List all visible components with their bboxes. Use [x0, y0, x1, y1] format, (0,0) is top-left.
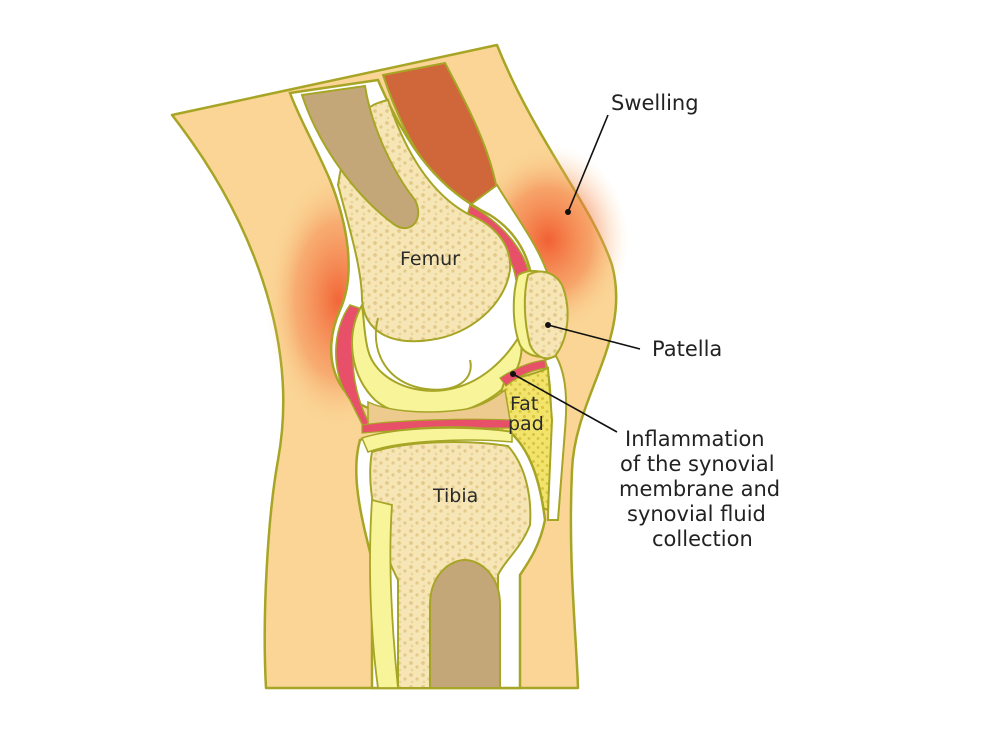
inflammation-dot	[510, 371, 516, 377]
label-inflammation-line5: collection	[652, 527, 753, 551]
label-fat-pad-line2: pad	[508, 413, 544, 435]
inflammation-leader	[512, 373, 618, 433]
swelling-dot	[565, 209, 571, 215]
label-inflammation-line2: of the synovial	[620, 452, 775, 476]
femur-marrow	[300, 84, 420, 230]
label-fat-pad-line1: Fat	[510, 393, 538, 415]
patella-bone	[523, 270, 569, 360]
fibula	[369, 498, 399, 689]
label-femur: Femur	[400, 248, 460, 270]
label-inflammation-line1: Inflammation	[625, 427, 765, 451]
tibia-marrow	[429, 558, 501, 689]
tibia-cartilage	[360, 427, 513, 453]
patella-dot	[545, 322, 551, 328]
label-inflammation-line4: synovial fluid	[627, 502, 766, 526]
swelling-leader	[567, 114, 609, 213]
femur-condyle-line	[374, 317, 472, 391]
label-patella: Patella	[652, 337, 722, 361]
label-inflammation-line3: membrane and	[619, 477, 780, 501]
synovial-fluid-front	[499, 359, 547, 387]
label-tibia: Tibia	[432, 485, 478, 507]
patella-leader	[547, 324, 641, 350]
label-swelling: Swelling	[611, 91, 699, 115]
